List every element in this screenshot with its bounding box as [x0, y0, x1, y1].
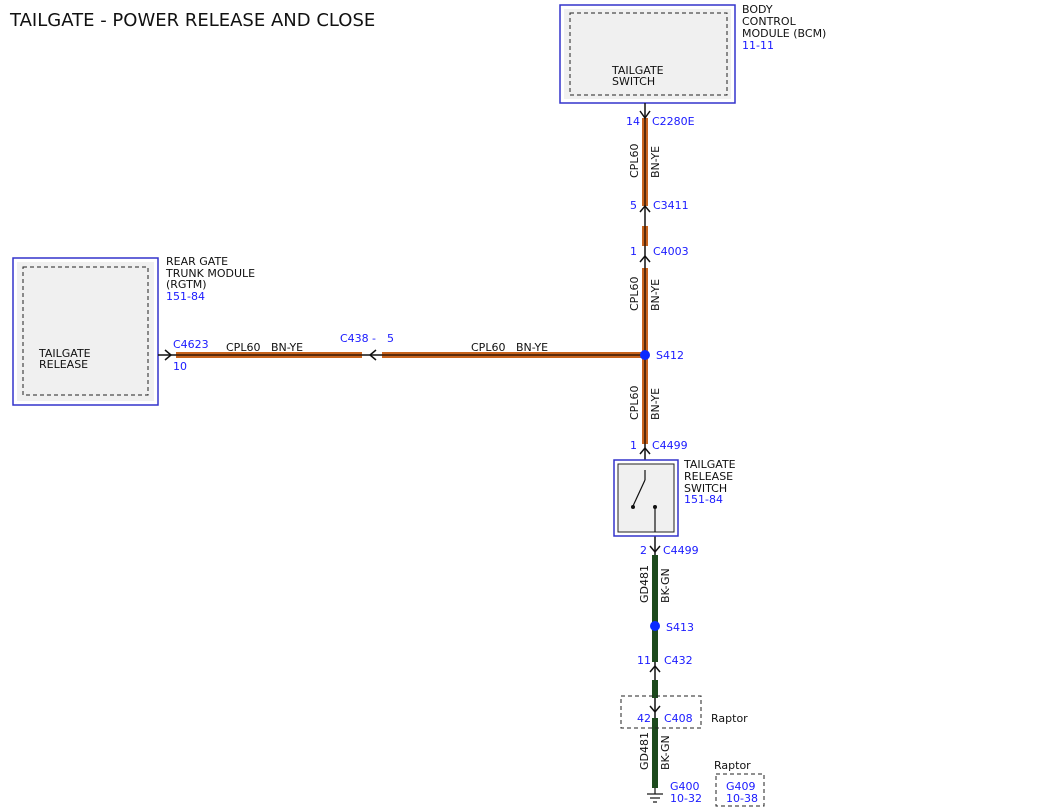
c438-label[interactable]: C438 — [340, 332, 369, 345]
horizontal-connector-symbols — [158, 349, 382, 361]
g409-optional-box — [715, 773, 765, 807]
rgtm-name-2: TRUNK MODULE — [165, 267, 255, 280]
trs-name-1: TAILGATE — [683, 458, 736, 471]
c432-label[interactable]: C432 — [664, 654, 693, 667]
wire-label-bkgn-v2: BK-GN — [659, 735, 672, 770]
c2280e-label[interactable]: C2280E — [652, 115, 695, 128]
bcm-name-1: BODY — [742, 3, 773, 16]
wire-label-bnye-left: BN-YE — [271, 341, 303, 354]
trs-ref-link[interactable]: 151-84 — [684, 493, 723, 506]
page-title: TAILGATE - POWER RELEASE AND CLOSE — [9, 10, 375, 31]
raptor-label-c408: Raptor — [711, 712, 748, 725]
bcm-name-3: MODULE (BCM) — [742, 27, 826, 40]
splice-s413-label[interactable]: S413 — [666, 621, 694, 634]
wire-label-gd481-v1: GD481 — [638, 565, 651, 603]
rgtm-inner-label-1: TAILGATE — [38, 347, 91, 360]
bcm-inner-label-1: TAILGATE — [611, 64, 664, 77]
wire-label-cpl60-v3: CPL60 — [628, 386, 641, 420]
wire-label-gd481-v2: GD481 — [638, 732, 651, 770]
c4499a-label[interactable]: C4499 — [652, 439, 688, 452]
c438-separator: - — [372, 332, 376, 345]
ground-symbol — [647, 788, 663, 803]
c4003-pin: 1 — [630, 245, 637, 258]
c432-pin: 11 — [637, 654, 651, 667]
ground-g409-label[interactable]: G409 — [726, 780, 756, 793]
trs-name-3: SWITCH — [684, 482, 727, 495]
ground-g409-ref[interactable]: 10-38 — [726, 792, 758, 805]
wire-gd481 — [652, 555, 658, 788]
wire-label-bnye-right: BN-YE — [516, 341, 548, 354]
c4623-pin: 10 — [173, 360, 187, 373]
c4499b-pin: 2 — [640, 544, 647, 557]
trs-name-2: RELEASE — [684, 470, 733, 483]
wire-label-cpl60-right: CPL60 — [471, 341, 505, 354]
rgtm-ref-link[interactable]: 151-84 — [166, 290, 205, 303]
rgtm-name-3: (RGTM) — [166, 278, 207, 291]
ground-g400-ref[interactable]: 10-32 — [670, 792, 702, 805]
rgtm-module[interactable]: TAILGATE RELEASE — [12, 257, 159, 406]
wire-label-bkgn-v1: BK-GN — [659, 568, 672, 603]
splice-s413-dot[interactable] — [650, 621, 660, 631]
c3411-label[interactable]: C3411 — [653, 199, 689, 212]
bcm-name-2: CONTROL — [742, 15, 797, 28]
bcm-ref-link[interactable]: 11-11 — [742, 39, 774, 52]
ground-g400-label[interactable]: G400 — [670, 780, 700, 793]
bcm-inner-label-2: SWITCH — [612, 75, 655, 88]
splice-s412-dot[interactable] — [640, 350, 650, 360]
c2280e-pin: 14 — [626, 115, 640, 128]
c438-pin: 5 — [387, 332, 394, 345]
c3411-pin: 5 — [630, 199, 637, 212]
c4499b-label[interactable]: C4499 — [663, 544, 699, 557]
c4499a-pin: 1 — [630, 439, 637, 452]
wire-cpl60-horizontal — [176, 352, 645, 358]
wire-cpl60-upper — [642, 118, 648, 444]
raptor-label-g409: Raptor — [714, 759, 751, 772]
wire-label-bnye-v2: BN-YE — [649, 279, 662, 311]
splice-s412-label[interactable]: S412 — [656, 349, 684, 362]
c408-pin: 42 — [637, 712, 651, 725]
wire-label-bnye-v1: BN-YE — [649, 146, 662, 178]
tailgate-release-switch[interactable] — [613, 459, 679, 537]
c4623-label[interactable]: C4623 — [173, 338, 209, 351]
rgtm-inner-label-2: RELEASE — [39, 358, 88, 371]
c408-label[interactable]: C408 — [664, 712, 693, 725]
wire-label-bnye-v3: BN-YE — [649, 388, 662, 420]
c4003-label[interactable]: C4003 — [653, 245, 689, 258]
rgtm-name-1: REAR GATE — [166, 255, 228, 268]
bcm-module[interactable]: TAILGATE SWITCH — [559, 4, 736, 104]
wire-label-cpl60-left: CPL60 — [226, 341, 260, 354]
wire-label-cpl60-v2: CPL60 — [628, 277, 641, 311]
wire-label-cpl60-v1: CPL60 — [628, 144, 641, 178]
